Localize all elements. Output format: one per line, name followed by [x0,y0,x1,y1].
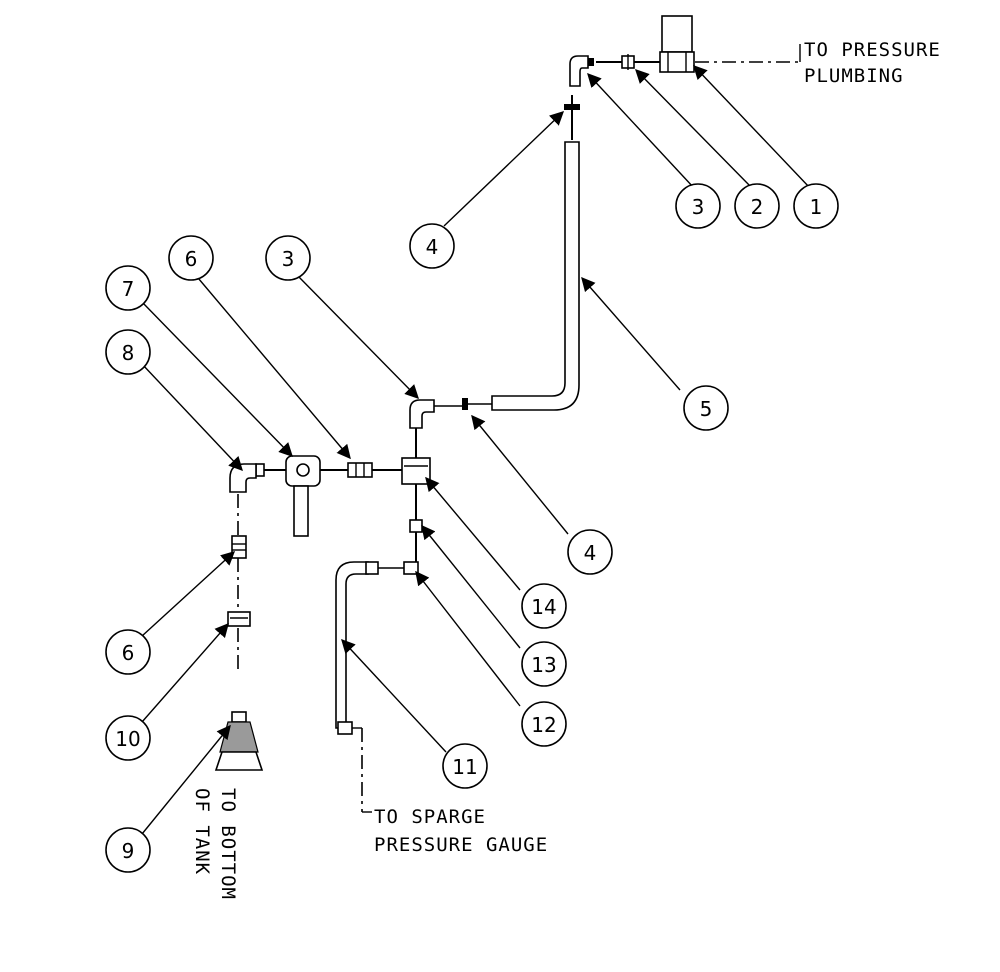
callout-4-center: 4 [567,529,613,575]
callout-10: 10 [105,715,151,761]
callout-11: 11 [442,743,488,789]
center-assembly [214,398,492,813]
callout-8: 8 [105,329,151,375]
note-sparge-line2: PRESSURE GAUGE [374,834,548,856]
svg-text:4: 4 [584,541,597,565]
svg-text:12: 12 [531,713,556,737]
part-13-fitting [409,519,423,533]
note-sparge-line1: TO SPARGE [374,806,486,828]
callout-14: 14 [521,583,567,629]
svg-text:2: 2 [751,195,764,219]
svg-text:3: 3 [282,247,295,271]
top-assembly [491,15,801,411]
svg-text:6: 6 [122,641,135,665]
part-6-nipple-center [347,462,373,478]
note-tank-line1: TO BOTTOM [217,788,239,900]
svg-text:8: 8 [122,341,135,365]
part-9-sparger [214,711,264,771]
svg-text:7: 7 [122,277,135,301]
callout-12: 12 [521,701,567,747]
callout-bubbles: 1 2 3 4 5 3 6 7 8 4 14 13 12 11 6 10 9 [105,183,839,873]
part-8-elbow [229,463,257,493]
callout-1: 1 [793,183,839,229]
part-3-elbow-top [569,55,589,87]
note-tank-line2: OF TANK [191,788,213,875]
callout-3-top: 3 [675,183,721,229]
callout-5: 5 [683,385,729,431]
part-5-pipe [491,141,580,411]
callout-3-center: 3 [265,235,311,281]
part-6-nipple-lower [231,535,247,559]
notes: TO PRESSURE PLUMBING TO SPARGE PRESSURE … [191,39,941,900]
svg-text:5: 5 [700,397,713,421]
callout-6-top: 6 [168,235,214,281]
part-1-valve [661,15,693,53]
leader-lines [141,64,811,835]
part-4-connector [462,398,468,410]
callout-2: 2 [734,183,780,229]
svg-text:3: 3 [692,195,705,219]
svg-text:4: 4 [426,235,439,259]
svg-text:1: 1 [810,195,823,219]
callout-9: 9 [105,827,151,873]
note-pressure-line2: PLUMBING [804,65,904,87]
part-3-elbow-center [409,399,435,429]
svg-text:10: 10 [115,727,140,751]
callout-7: 7 [105,265,151,311]
svg-text:11: 11 [452,755,477,779]
svg-text:13: 13 [531,653,556,677]
callout-13: 13 [521,641,567,687]
part-14-tee [401,457,431,485]
callout-6-lower: 6 [105,629,151,675]
svg-text:9: 9 [122,839,135,863]
svg-text:6: 6 [185,247,198,271]
part-11-hose [335,561,369,729]
note-pressure-line1: TO PRESSURE [804,39,941,61]
svg-text:14: 14 [531,595,556,619]
part-10-fitting [227,611,251,627]
callout-4-top: 4 [409,223,455,269]
